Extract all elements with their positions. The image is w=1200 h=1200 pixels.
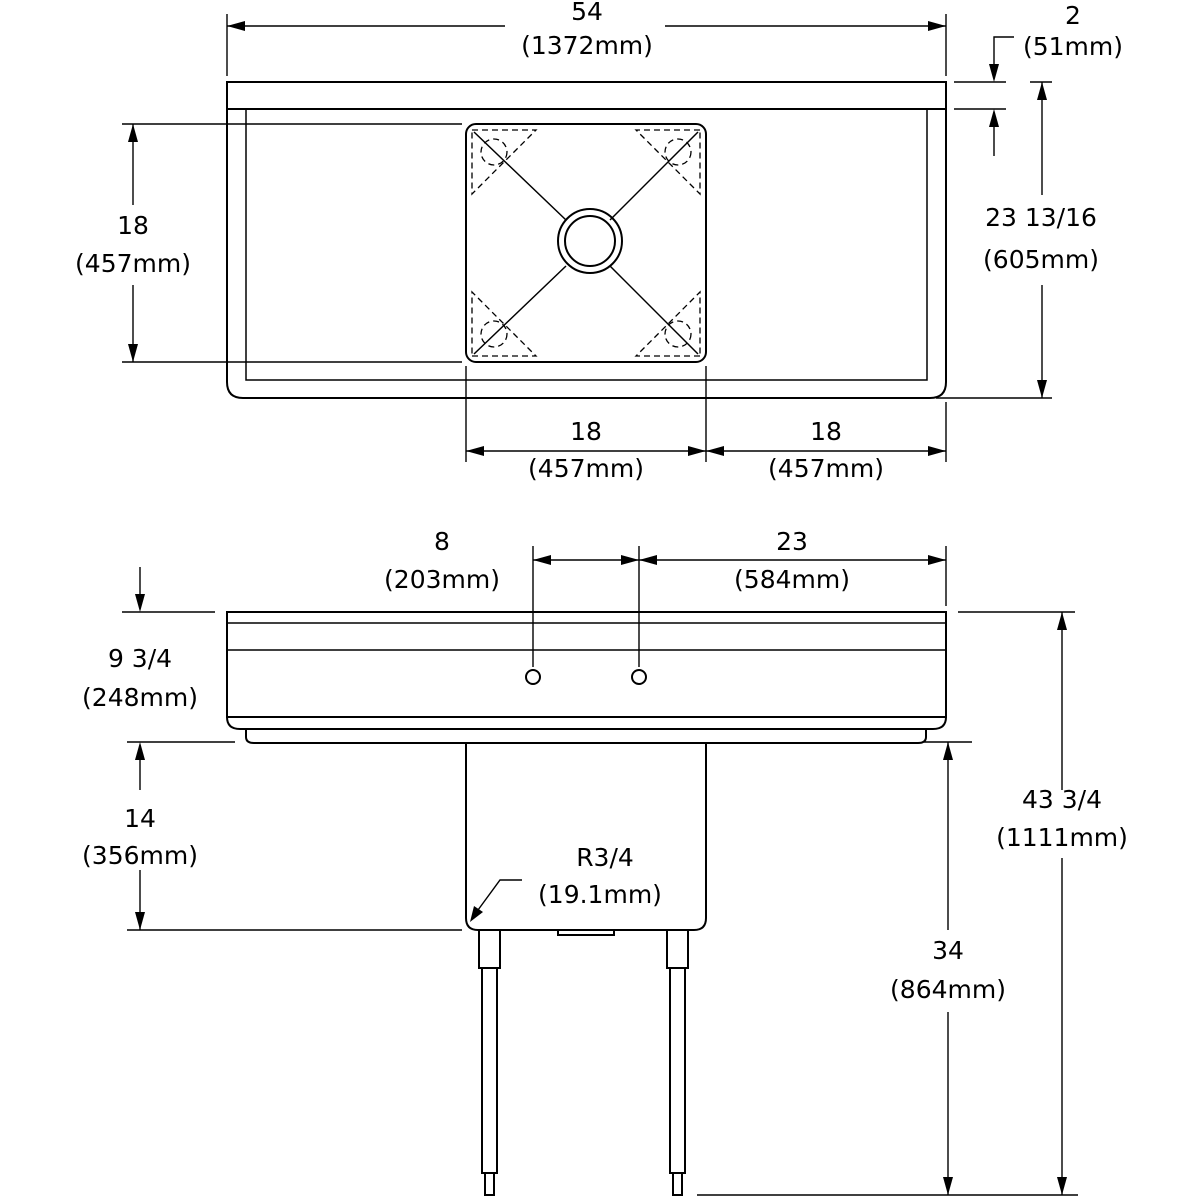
top-inner-rim [245,109,928,381]
svg-text:18: 18 [570,417,602,446]
svg-text:23 13/16: 23 13/16 [985,203,1097,232]
dim-overall-depth: 23 13/16 (605mm) [936,81,1099,399]
svg-text:(457mm): (457mm) [528,454,644,483]
top-backsplash [226,81,947,110]
bowl-diagonal [609,265,699,355]
dim-faucet-spacing: 8 (203mm) 23 (584mm) [384,527,947,667]
dim-bowl-and-drainboard-width: 18 (457mm) 18 (457mm) [465,366,947,483]
dim-corner-radius: R3/4 (19.1mm) [470,843,662,922]
svg-text:14: 14 [124,804,156,833]
front-backsplash [226,611,947,718]
svg-text:(356mm): (356mm) [82,841,198,870]
svg-text:(19.1mm): (19.1mm) [538,880,662,909]
svg-text:(51mm): (51mm) [1023,32,1123,61]
bowl-corner-detail [471,290,538,357]
svg-text:54: 54 [571,0,603,26]
front-drain-body [557,930,615,936]
bowl-corner-detail [471,129,538,196]
drain-inner [564,215,616,267]
svg-text:(203mm): (203mm) [384,565,500,594]
svg-text:2: 2 [1065,1,1081,30]
svg-text:34: 34 [932,936,964,965]
front-view: 8 (203mm) 23 (584mm) 9 3/4 (248mm) 14 (3… [82,527,1128,1196]
svg-text:(457mm): (457mm) [768,454,884,483]
dim-backsplash-height: 2 (51mm) [954,1,1123,156]
bowl-diagonal [473,265,567,355]
leg-right [666,929,689,1196]
svg-text:9 3/4: 9 3/4 [108,644,172,673]
svg-text:(605mm): (605mm) [983,245,1099,274]
faucet-hole [631,669,647,685]
dim-splash-height: 9 3/4 (248mm) [82,567,235,790]
dim-work-height: 34 (864mm) [697,741,1078,1196]
front-bowl [465,743,707,931]
dim-overall-width: 54 (1372mm) [226,0,947,76]
dim-bowl-depth: 18 (457mm) [75,123,462,363]
top-view: 54 (1372mm) 2 (51mm) 18 (457mm) [75,0,1123,483]
bowl-corner-detail [634,129,701,196]
svg-text:(457mm): (457mm) [75,249,191,278]
bowl-corner-detail [634,290,701,357]
front-drainboard-underside [245,729,927,744]
svg-text:(864mm): (864mm) [890,975,1006,1004]
bowl-diagonal [609,131,699,221]
svg-text:8: 8 [434,527,450,556]
dim-overall-height: 43 3/4 (1111mm) [958,611,1128,1195]
dim-bowl-height: 14 (356mm) [82,804,462,931]
svg-text:18: 18 [117,211,149,240]
svg-text:R3/4: R3/4 [576,843,634,872]
svg-text:(1372mm): (1372mm) [521,31,653,60]
svg-text:(248mm): (248mm) [82,683,198,712]
drain-outer [557,208,623,274]
svg-text:23: 23 [776,527,808,556]
bowl-outline [465,123,707,363]
front-rolled-edge [226,716,947,730]
faucet-hole [525,669,541,685]
leg-left [478,929,501,1196]
bowl-diagonal [473,131,567,221]
svg-text:18: 18 [810,417,842,446]
top-outer-outline [226,109,947,399]
svg-text:(1111mm): (1111mm) [996,823,1128,852]
svg-text:(584mm): (584mm) [734,565,850,594]
svg-text:43 3/4: 43 3/4 [1022,785,1102,814]
